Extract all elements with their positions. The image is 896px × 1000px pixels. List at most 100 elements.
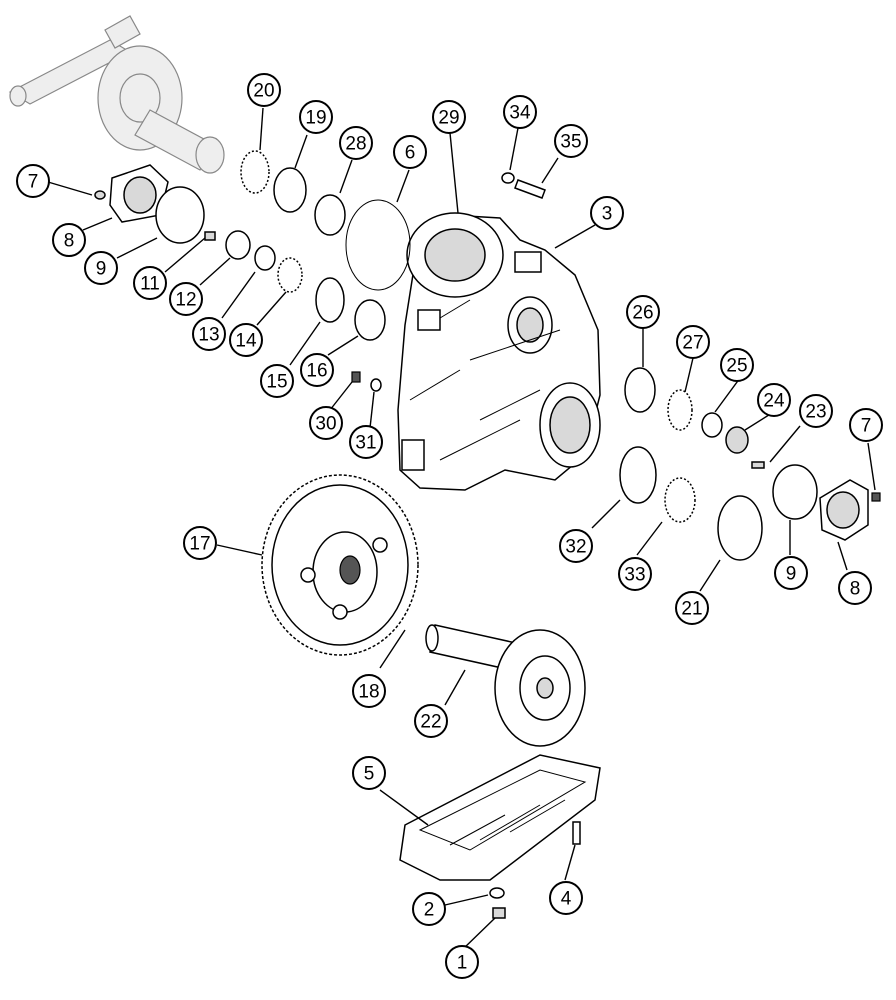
oil-pan: [399, 754, 601, 881]
left-bolt: [94, 190, 106, 200]
race-upper: [273, 167, 307, 213]
svg-text:1: 1: [457, 953, 468, 974]
callout-17: 17: [183, 526, 217, 560]
callout-9-left: 9: [84, 251, 118, 285]
seal-right: [717, 495, 763, 561]
svg-text:14: 14: [235, 331, 257, 352]
callout-34: 34: [503, 95, 537, 129]
svg-text:23: 23: [805, 402, 826, 423]
callout-35: 35: [554, 124, 588, 158]
callout-14: 14: [229, 323, 263, 357]
callout-7-left: 7: [16, 164, 50, 198]
spacer: [254, 245, 276, 271]
callout-15: 15: [260, 364, 294, 398]
svg-text:17: 17: [189, 534, 210, 555]
svg-text:34: 34: [509, 103, 531, 124]
right-bolt: [871, 492, 881, 502]
axle-housing: [397, 212, 601, 491]
shim: [225, 230, 251, 260]
drain-plug: [492, 907, 506, 919]
washer: [489, 887, 505, 899]
seal-upper: [314, 194, 346, 236]
race-right: [619, 446, 657, 504]
svg-text:19: 19: [305, 108, 326, 129]
svg-text:31: 31: [355, 433, 376, 454]
large-gear: [261, 474, 419, 656]
callout-26: 26: [626, 295, 660, 329]
svg-text:35: 35: [560, 132, 581, 153]
small-washer: [370, 378, 382, 392]
svg-text:12: 12: [175, 290, 196, 311]
callout-9-right: 9: [774, 556, 808, 590]
seal-left: [354, 299, 386, 341]
right-cover: [819, 479, 869, 541]
bearing-cone-left: [277, 257, 303, 293]
svg-text:9: 9: [786, 564, 797, 585]
o-ring: [345, 199, 411, 291]
callout-1: 1: [445, 945, 479, 979]
svg-text:18: 18: [358, 682, 379, 703]
callout-16: 16: [300, 353, 334, 387]
svg-text:30: 30: [315, 414, 336, 435]
svg-text:13: 13: [198, 325, 219, 346]
callout-25: 25: [720, 348, 754, 382]
bolt: [572, 821, 581, 845]
callout-13: 13: [192, 317, 226, 351]
screw: [204, 231, 216, 241]
callout-11: 11: [133, 266, 167, 300]
svg-text:9: 9: [96, 259, 107, 280]
svg-text:32: 32: [565, 537, 586, 558]
svg-text:22: 22: [420, 712, 441, 733]
callout-8-right: 8: [838, 571, 872, 605]
race-right-upper: [624, 367, 656, 413]
svg-text:20: 20: [253, 81, 274, 102]
svg-text:7: 7: [28, 172, 39, 193]
svg-text:3: 3: [602, 204, 613, 225]
screw-right: [751, 461, 765, 469]
output-shaft: [425, 624, 586, 747]
leader-lines: [47, 107, 876, 951]
svg-text:28: 28: [345, 134, 366, 155]
left-gasket: [155, 186, 205, 244]
right-gasket: [772, 464, 818, 520]
callout-22: 22: [414, 704, 448, 738]
svg-text:16: 16: [306, 361, 327, 382]
svg-text:8: 8: [850, 579, 861, 600]
svg-text:27: 27: [682, 333, 703, 354]
callout-28: 28: [339, 126, 373, 160]
svg-text:2: 2: [424, 900, 435, 921]
callout-30: 30: [309, 406, 343, 440]
washer-top: [501, 172, 515, 184]
svg-text:24: 24: [763, 391, 785, 412]
bearing-cone-right: [667, 389, 693, 431]
svg-text:6: 6: [405, 143, 416, 164]
svg-text:25: 25: [726, 356, 747, 377]
callout-8-left: 8: [52, 223, 86, 257]
callout-3: 3: [590, 196, 624, 230]
svg-text:7: 7: [861, 416, 872, 437]
plug: [351, 371, 361, 383]
callout-31: 31: [349, 425, 383, 459]
svg-text:8: 8: [64, 231, 75, 252]
svg-text:33: 33: [624, 565, 645, 586]
callout-33: 33: [618, 557, 652, 591]
spacer-right: [701, 412, 723, 438]
callout-21: 21: [675, 591, 709, 625]
svg-text:5: 5: [364, 764, 375, 785]
callout-18: 18: [352, 674, 386, 708]
callout-7-right: 7: [849, 408, 883, 442]
svg-text:4: 4: [561, 889, 572, 910]
svg-text:21: 21: [681, 599, 702, 620]
callout-12: 12: [169, 282, 203, 316]
bearing-upper: [240, 150, 270, 194]
callout-5: 5: [352, 756, 386, 790]
svg-text:29: 29: [438, 108, 459, 129]
callout-6: 6: [393, 135, 427, 169]
callout-19: 19: [299, 100, 333, 134]
callout-4: 4: [549, 881, 583, 915]
svg-text:11: 11: [140, 274, 160, 295]
bearing-right: [664, 477, 696, 523]
callout-27: 27: [676, 325, 710, 359]
input-shaft-ghost: [8, 15, 225, 174]
